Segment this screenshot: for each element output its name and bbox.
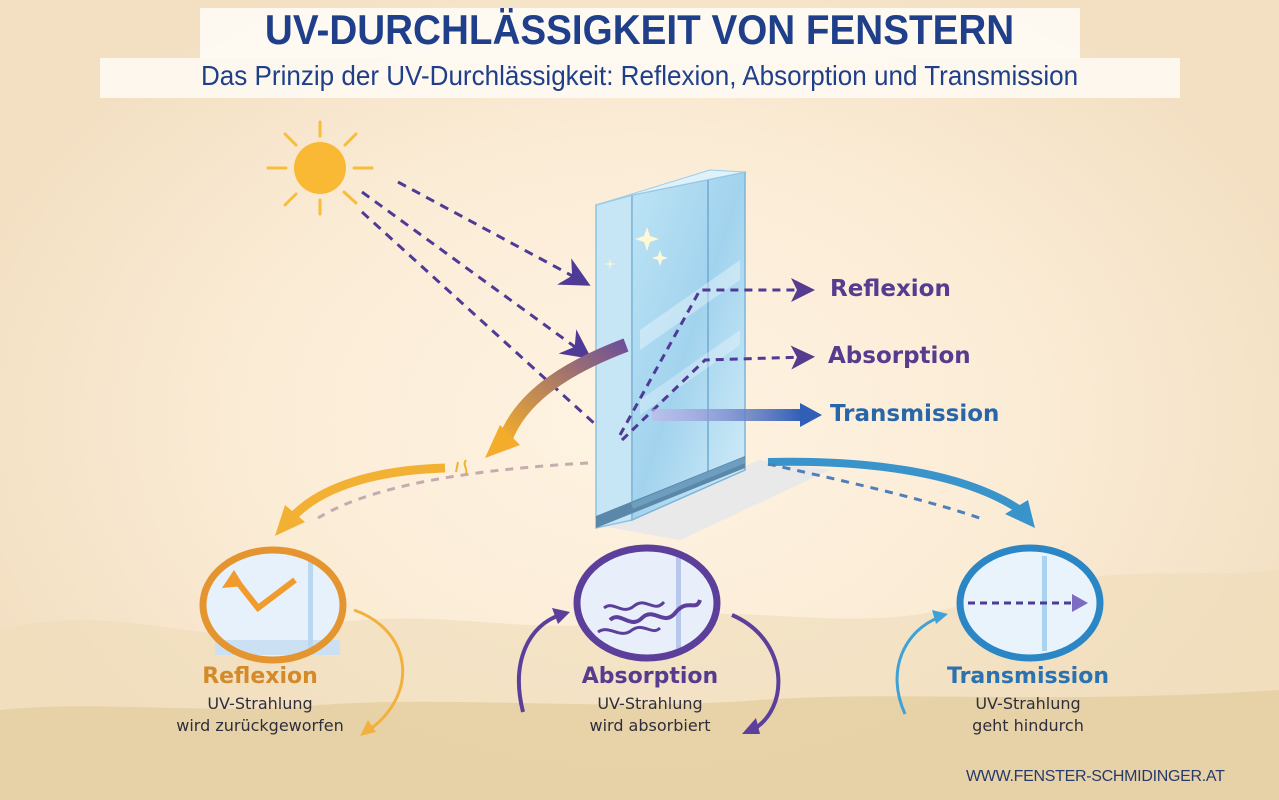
- card-line1: UV-Strahlung: [597, 694, 703, 713]
- page-title: UV-DURCHLÄSSIGKEIT VON FENSTERN: [264, 6, 1015, 53]
- arrow-label-absorption: Absorption: [828, 343, 971, 369]
- card-line1: UV-Strahlung: [207, 694, 313, 713]
- sparkle-icon: [604, 227, 668, 270]
- transmission-arrow-icon: [895, 544, 1104, 715]
- sun-icon: [266, 120, 374, 216]
- glass-pane: [595, 169, 747, 529]
- card-line2: wird absorbiert: [589, 716, 711, 735]
- card-line2: wird zurückgeworfen: [176, 716, 344, 735]
- card-title: Absorption: [581, 664, 719, 689]
- card-line1: UV-Strahlung: [975, 694, 1081, 713]
- absorption-wave-icon: [517, 544, 781, 734]
- arrow-label-transmission: Transmission: [830, 401, 1000, 427]
- card-title: Reflexion: [202, 664, 318, 689]
- subtitle-background: [100, 58, 1180, 98]
- card-absorption: Absorption UV-Strahlung wird absorbiert: [560, 664, 740, 737]
- reflection-icon: [199, 546, 405, 736]
- website-url: WWW.FENSTER-SCHMIDINGER.AT: [966, 768, 1225, 785]
- card-reflexion: Reflexion UV-Strahlung wird zurückgeworf…: [170, 664, 350, 737]
- arrow-label-reflexion: Reflexion: [830, 276, 951, 302]
- page-subtitle: Das Prinzip der UV-Durchlässigkeit: Refl…: [200, 60, 1079, 91]
- incoming-uv-rays: [360, 180, 620, 447]
- card-line2: geht hindurch: [972, 716, 1084, 735]
- title-background: [200, 8, 1080, 58]
- card-transmission: Transmission UV-Strahlung geht hindurch: [928, 664, 1128, 737]
- card-title: Transmission: [946, 664, 1109, 689]
